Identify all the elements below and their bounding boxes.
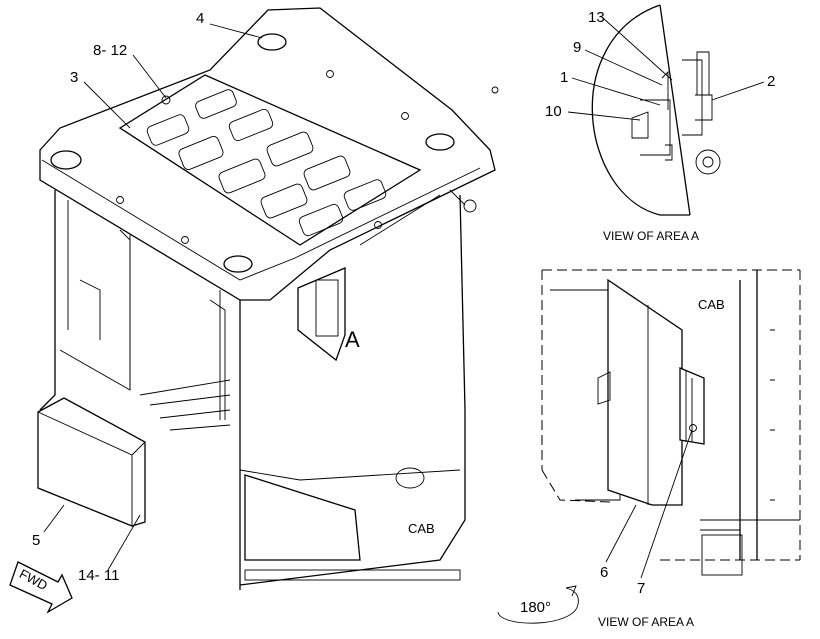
detail-circle-top (591, 4, 661, 216)
callout-6: 6 (600, 564, 608, 581)
callout-9: 9 (573, 39, 581, 56)
callout-10: 10 (545, 103, 562, 120)
callout-2: 2 (767, 73, 775, 90)
callout-3: 3 (70, 69, 78, 86)
rotation-label: 180° (520, 599, 551, 616)
view-caption-bottom: VIEW OF AREA A (598, 615, 694, 629)
callout-14-11: 14- 11 (78, 567, 119, 584)
callout-13: 13 (588, 9, 605, 26)
cab-label-main: CAB (408, 521, 435, 536)
detail-frame (541, 269, 801, 561)
forward-arrow: FWD (9, 561, 73, 614)
callout-8-12: 8- 12 (93, 42, 127, 59)
area-a-marker: A (345, 327, 360, 352)
detail-view-top (591, 4, 721, 216)
forward-arrow-icon (9, 561, 73, 614)
rotation-indicator: 180° (497, 585, 579, 624)
callout-7: 7 (637, 580, 645, 597)
roof-recesses (146, 89, 387, 237)
cab-assembly (37, 7, 499, 590)
callout-numbers: 4 8- 12 3 5 14- 11 13 9 1 10 2 6 7 (32, 9, 775, 597)
cab-label-detail: CAB (698, 297, 725, 312)
detail-view-bottom (541, 269, 801, 576)
access-door (297, 267, 346, 362)
roof-panel (118, 74, 422, 246)
callout-5: 5 (32, 532, 40, 549)
view-caption-top: VIEW OF AREA A (603, 229, 699, 243)
callout-1: 1 (560, 69, 568, 86)
cab-body (39, 190, 466, 590)
detail-door-panel (607, 278, 683, 506)
cab-handle (395, 467, 425, 489)
side-housing (37, 397, 146, 527)
roof-bosses (50, 33, 455, 273)
roof-bolts (116, 70, 499, 244)
callout-4: 4 (196, 10, 204, 27)
leader-lines (43, 17, 765, 579)
cab-shroud (244, 474, 361, 561)
